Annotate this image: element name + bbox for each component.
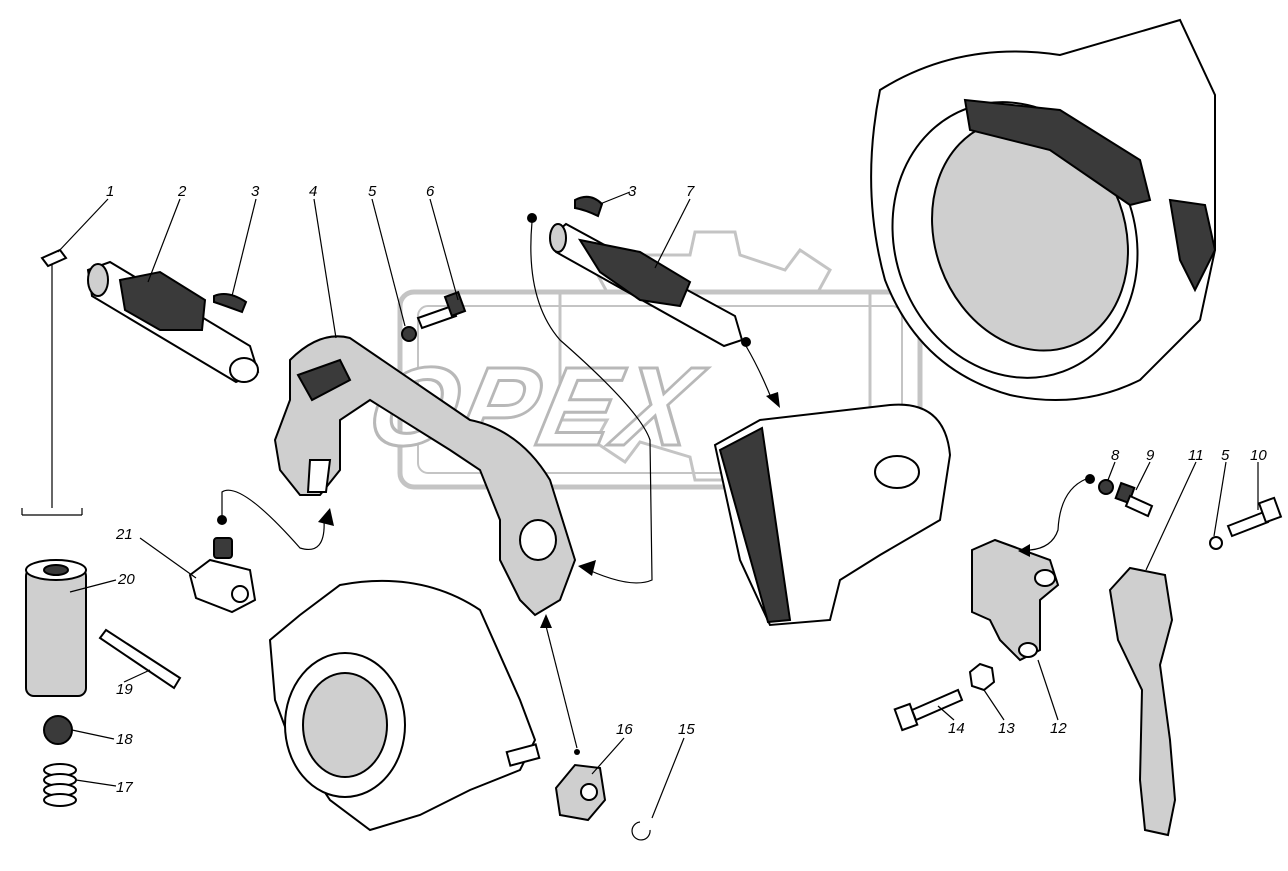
callout-5-right: 5 xyxy=(1221,447,1230,464)
part-16-nut xyxy=(554,763,607,822)
callout-14: 14 xyxy=(948,720,965,737)
part-21-grease-fitting xyxy=(188,537,257,614)
callout-2: 2 xyxy=(177,183,187,200)
part-3-key-left xyxy=(213,293,248,314)
callout-8: 8 xyxy=(1111,447,1120,464)
callout-5: 5 xyxy=(368,183,377,200)
part-12-bracket xyxy=(971,538,1060,662)
callout-13: 13 xyxy=(998,720,1015,737)
part-20-bushing xyxy=(25,559,87,697)
callout-20: 20 xyxy=(117,571,135,588)
part-4-release-fork xyxy=(273,335,577,617)
callout-3: 3 xyxy=(251,183,260,200)
callout-1: 1 xyxy=(106,183,114,200)
part-1-pin xyxy=(21,248,83,516)
part-19-pin xyxy=(98,628,182,690)
callout-17: 17 xyxy=(116,779,133,796)
part-17-spring xyxy=(43,763,77,807)
callout-12: 12 xyxy=(1050,720,1067,737)
callout-21: 21 xyxy=(115,526,133,543)
part-14-bolt xyxy=(893,688,964,732)
part-8-washer xyxy=(1098,479,1114,495)
callout-4: 4 xyxy=(309,183,317,200)
part-6-bolt xyxy=(416,290,467,330)
part-13-nut xyxy=(968,662,996,692)
part-11-pedal-lever xyxy=(1108,566,1177,837)
callout-9: 9 xyxy=(1146,447,1155,464)
part-10-bolt xyxy=(1226,496,1283,538)
part-18-ball xyxy=(43,715,73,745)
callout-16: 16 xyxy=(616,721,633,738)
part-2-shaft xyxy=(86,260,260,384)
callout-19: 19 xyxy=(116,681,133,698)
assembly-lines xyxy=(217,213,1095,755)
part-5-washer xyxy=(401,326,417,342)
callout-18: 18 xyxy=(116,731,133,748)
callout-leaders xyxy=(57,191,1259,819)
callout-15: 15 xyxy=(678,721,695,738)
callout-7: 7 xyxy=(686,183,695,200)
part-7-shaft xyxy=(549,222,744,348)
part-5-washer-right xyxy=(1209,536,1223,550)
callout-11: 11 xyxy=(1188,447,1204,464)
part-3-key-right xyxy=(574,195,604,218)
callout-3-right: 3 xyxy=(628,183,637,200)
release-bearing-carrier xyxy=(268,579,541,832)
clutch-housing xyxy=(870,18,1217,401)
callout-6: 6 xyxy=(426,183,435,200)
part-9-bolt xyxy=(1114,481,1154,518)
callout-numbers: 1 2 3 4 5 6 3 7 8 9 5 10 11 21 20 19 18 … xyxy=(106,183,1267,796)
callout-10: 10 xyxy=(1250,447,1267,464)
pedal-bracket-plate xyxy=(713,403,952,627)
part-15-snap-ring xyxy=(631,821,651,841)
